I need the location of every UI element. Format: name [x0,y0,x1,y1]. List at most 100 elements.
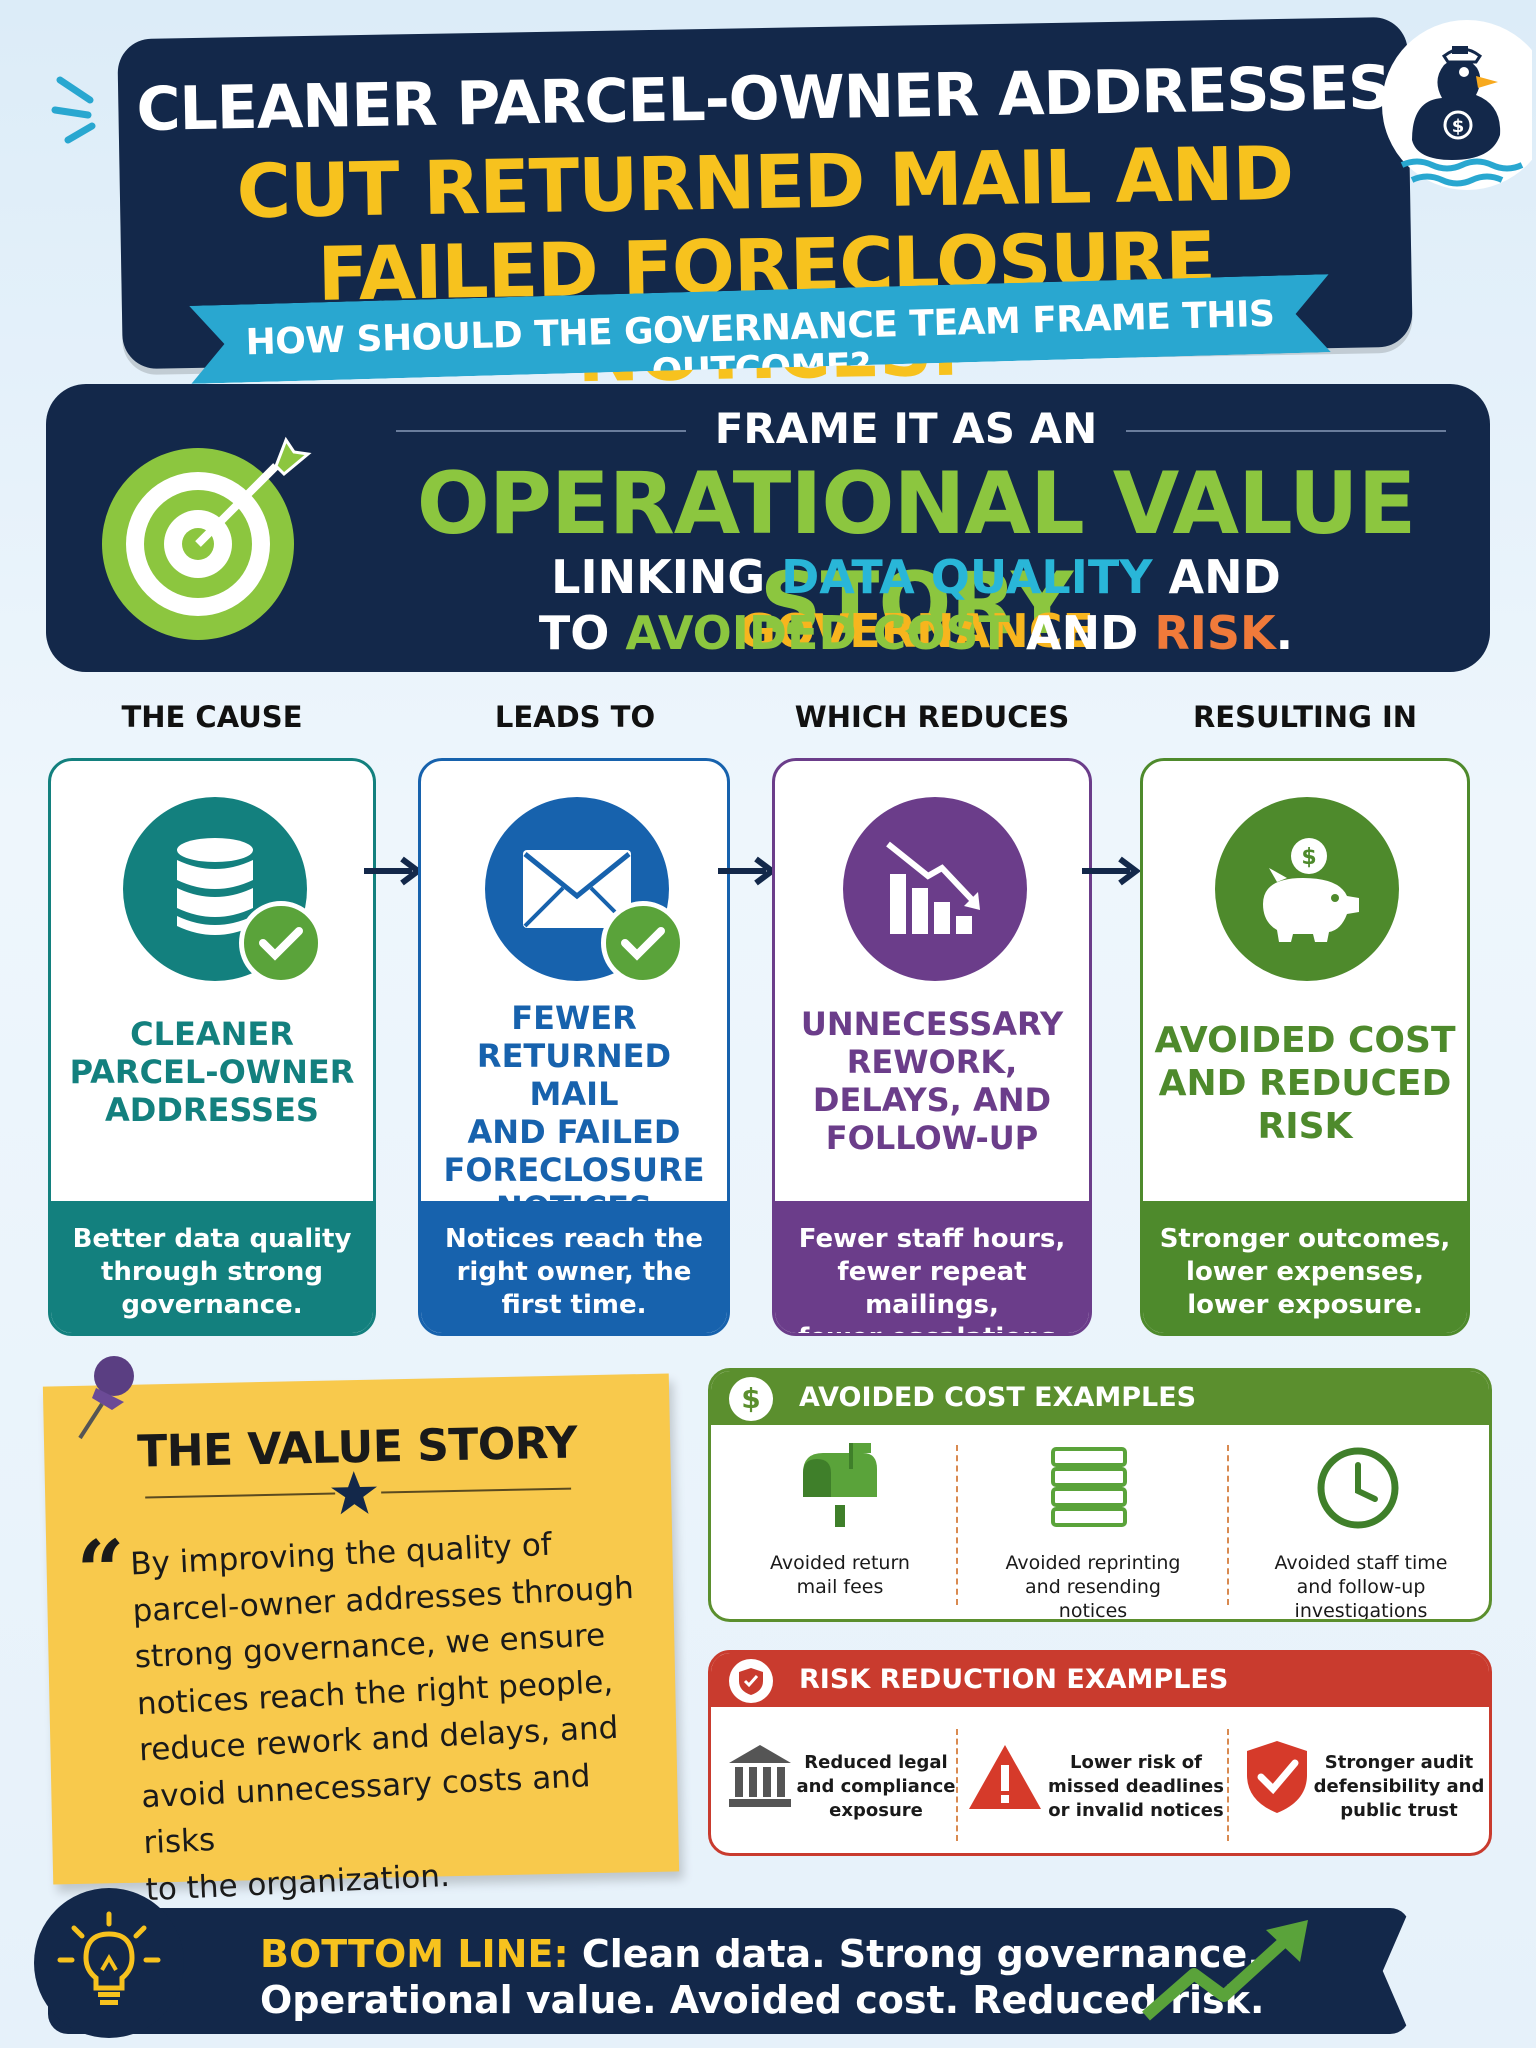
frame-panel: FRAME IT AS AN OPERATIONAL VALUE STORY L… [46,384,1490,672]
divider-line [1126,430,1446,432]
step-title: CLEANER PARCEL-OWNER ADDRESSES [61,1015,363,1129]
title-line: AND REDUCED [1158,1063,1452,1104]
bottom-line-bar: BOTTOM LINE: Clean data. Strong governan… [48,1908,1410,2034]
text-avoided-cost: AVOIDED COST [625,606,1011,660]
bottom-line-2: Operational value. Avoided cost. Reduced… [260,1978,1265,2022]
bottom-line-text: Clean data. Strong governance. [568,1932,1262,1976]
frame-headline: OPERATIONAL VALUE STORY [416,454,1417,654]
step-card-result: $ AVOIDED COST AND REDUCED RISK Stronger… [1140,758,1470,1336]
footer-line: Stronger outcomes, [1159,1224,1451,1254]
example-line: Avoided return [770,1552,910,1574]
risk-panel-title: RISK REDUCTION EXAMPLES [799,1664,1229,1695]
warning-icon [969,1745,1041,1809]
example-line: missed deadlines [1048,1776,1224,1797]
cost-panel-header: $ AVOIDED COST EXAMPLES [711,1371,1489,1425]
risk-example-legal: Reduced legal and compliance exposure [791,1751,961,1823]
step-label-reduces: WHICH REDUCES [794,700,1070,734]
example-line: public trust [1340,1800,1458,1821]
step-label-result: RESULTING IN [1192,700,1418,734]
risk-panel-header: RISK REDUCTION EXAMPLES [711,1653,1489,1707]
example-line: exposure [829,1800,923,1821]
splash-decoration-icon [51,76,96,144]
bottom-line-1: BOTTOM LINE: Clean data. Strong governan… [260,1932,1262,1976]
divider-line [956,1445,958,1605]
footer-line: lower exposure. [1187,1290,1423,1320]
courthouse-icon [729,1745,791,1807]
risk-examples-panel: RISK REDUCTION EXAMPLES Reduced legal an… [708,1650,1492,1856]
check-icon [239,901,323,985]
dollar-icon: $ [729,1377,773,1421]
mailbox-icon [803,1443,877,1527]
title-line: PARCEL-OWNER [69,1053,355,1091]
example-line: defensibility and [1313,1776,1485,1797]
title-line: ADDRESSES [105,1091,319,1129]
footer-line: Fewer staff hours, [798,1224,1066,1254]
text-and: AND [1152,550,1281,604]
example-line: or invalid notices [1048,1800,1224,1821]
example-line: and compliance [796,1776,956,1797]
duck-mascot-icon: $ [1382,20,1532,190]
step-label-cause: THE CAUSE [121,700,303,734]
check-icon [601,901,685,985]
text-linking: LINKING [551,550,782,604]
text-risk: RISK [1154,606,1276,660]
divider-line [381,1487,572,1494]
divider-line [145,1492,336,1499]
frame-line-linking: LINKING DATA QUALITY AND GOVERNANCE [366,550,1466,658]
target-arrow-icon [102,436,312,640]
example-line: notices [1058,1600,1128,1622]
text-and: AND [1010,606,1155,660]
text-data-quality: DATA QUALITY [781,550,1153,604]
example-line: mail fees [796,1576,884,1598]
risk-example-audit: Stronger audit defensibility and public … [1309,1751,1489,1823]
example-line: and follow-up [1296,1576,1426,1598]
quote-mark: “ [75,1520,127,1621]
example-line: Stronger audit [1324,1752,1474,1773]
step-footer: Stronger outcomes, lower expenses, lower… [1143,1201,1467,1333]
trend-up-icon [1142,1920,1308,2021]
arrow-right-icon [1082,856,1141,886]
step-card-leads: FEWER RETURNED MAIL AND FAILED FORECLOSU… [418,758,730,1336]
divider-line [1227,1445,1229,1605]
footer-line: governance. [121,1290,303,1320]
shield-icon [729,1659,773,1703]
step-footer: Better data quality through strong gover… [51,1201,373,1333]
step-title: UNNECESSARY REWORK, DELAYS, AND FOLLOW-U… [785,1005,1079,1157]
example-line: investigations [1294,1600,1428,1622]
title-line: RISK [1257,1106,1353,1147]
title-line: FEWER [511,999,637,1037]
cost-examples-panel: $ AVOIDED COST EXAMPLES Avoided return m… [708,1368,1492,1622]
arrow-right-icon [718,856,777,886]
footer-line: lower expenses, [1186,1257,1424,1287]
step-footer: Fewer staff hours, fewer repeat mailings… [775,1201,1089,1333]
footer-line: Notices reach the [444,1224,704,1254]
svg-text:$: $ [1452,116,1465,137]
footer-line: first time. [501,1290,647,1320]
value-story-note: THE VALUE STORY “ By improving the quali… [42,1373,680,1908]
text-period: . [1275,606,1294,660]
divider-line [1227,1729,1229,1841]
footer-line: fewer repeat mailings, [837,1257,1027,1320]
piggy-bank-icon: $ [1215,797,1399,981]
example-line: Avoided staff time [1274,1552,1448,1574]
text-to: TO [538,606,626,660]
step-card-cause: CLEANER PARCEL-OWNER ADDRESSES Better da… [48,758,376,1336]
divider-line [956,1729,958,1841]
frame-line-outcome: TO AVOIDED COST AND RISK. [366,606,1466,660]
paper-stack-icon [1051,1447,1127,1527]
step-card-reduces: UNNECESSARY REWORK, DELAYS, AND FOLLOW-U… [772,758,1092,1336]
footer-line: right owner, the [456,1257,692,1287]
title-line: FOLLOW-UP [825,1119,1039,1157]
step-label-leads: LEADS TO [494,700,656,734]
title-line: DELAYS, AND [812,1081,1052,1119]
example-line: and resending [1025,1576,1161,1598]
arrow-right-icon [364,856,423,886]
cost-panel-title: AVOIDED COST EXAMPLES [799,1382,1197,1413]
note-body: By improving the quality of parcel-owner… [129,1518,656,1914]
title-line: REWORK, [846,1043,1018,1081]
pushpin-icon [78,1356,134,1440]
chart-down-icon [843,797,1027,981]
star-icon [331,1471,378,1515]
title-line: FORECLOSURE [443,1151,705,1189]
clock-icon [1317,1447,1399,1529]
